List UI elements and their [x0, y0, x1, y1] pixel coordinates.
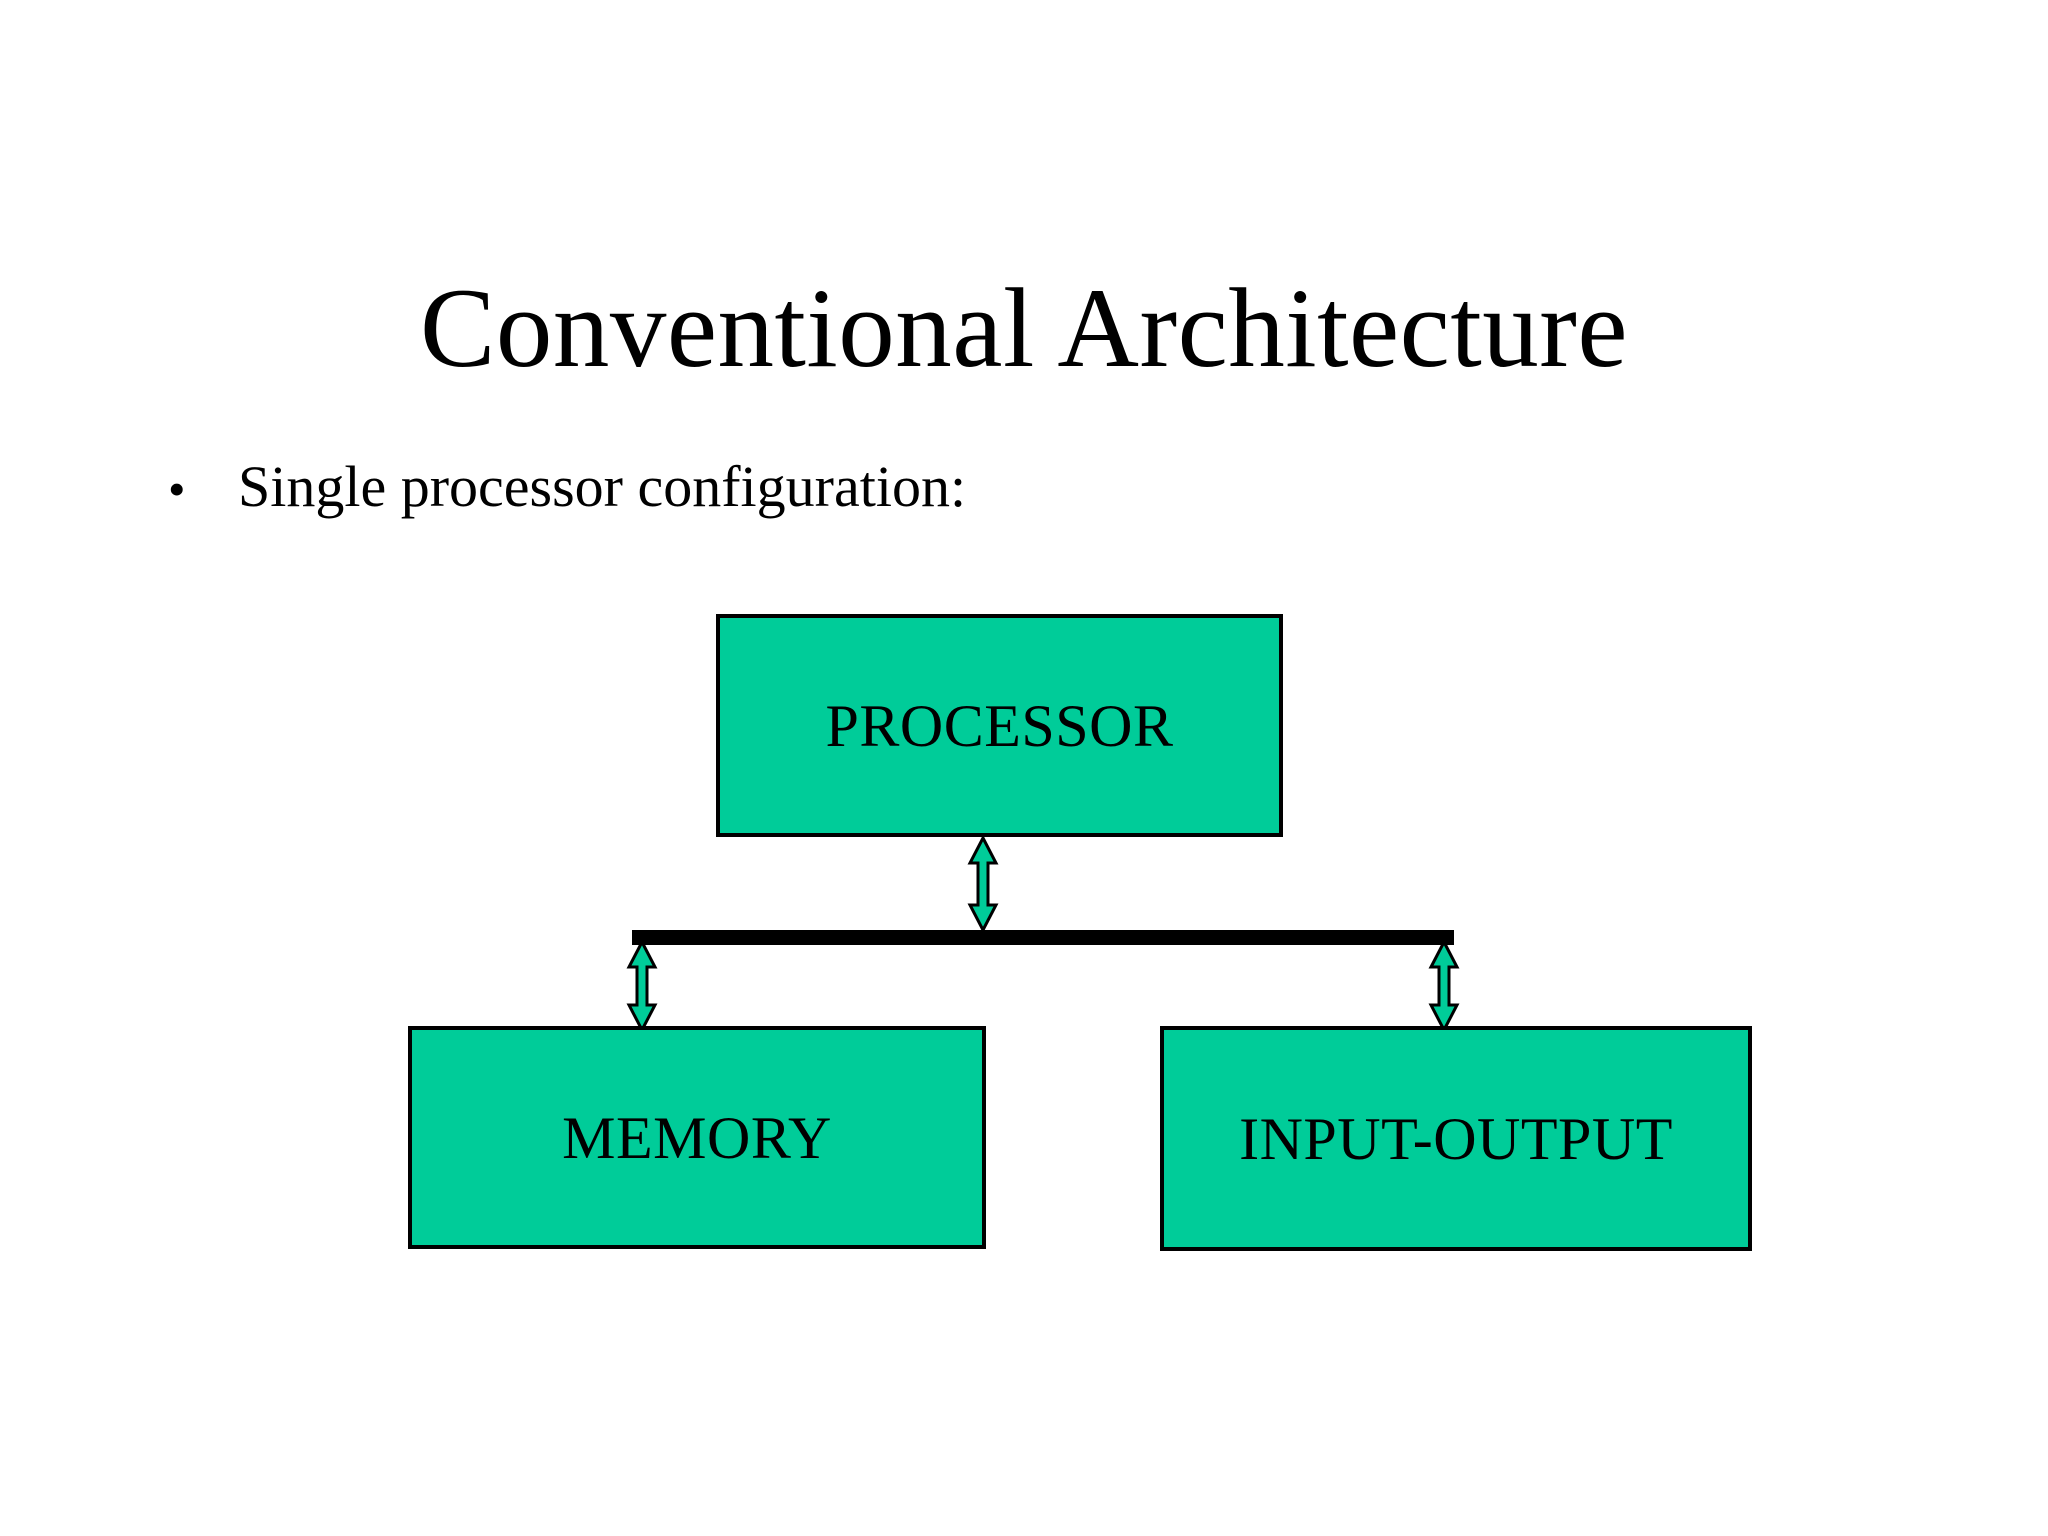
bullet-point-icon: • — [168, 461, 186, 517]
diagram-node-processor-label: PROCESSOR — [825, 692, 1174, 759]
diagram-node-input-output-label: INPUT-OUTPUT — [1239, 1105, 1673, 1172]
page-title: Conventional Architecture — [419, 265, 1629, 391]
system-bus — [632, 930, 1454, 945]
double-arrow-bus-memory-icon — [626, 940, 658, 1032]
double-arrow-bus-io-icon — [1428, 940, 1460, 1032]
diagram-node-memory-label: MEMORY — [562, 1104, 832, 1171]
diagram-node-processor[interactable]: PROCESSOR — [716, 614, 1283, 837]
bullet-item-label: Single processor configuration: — [238, 454, 967, 519]
diagram-node-input-output[interactable]: INPUT-OUTPUT — [1160, 1026, 1752, 1251]
diagram-node-memory[interactable]: MEMORY — [408, 1026, 986, 1249]
bullet-list-item: • Single processor configuration: — [168, 458, 966, 516]
double-arrow-processor-bus-icon — [967, 836, 999, 932]
